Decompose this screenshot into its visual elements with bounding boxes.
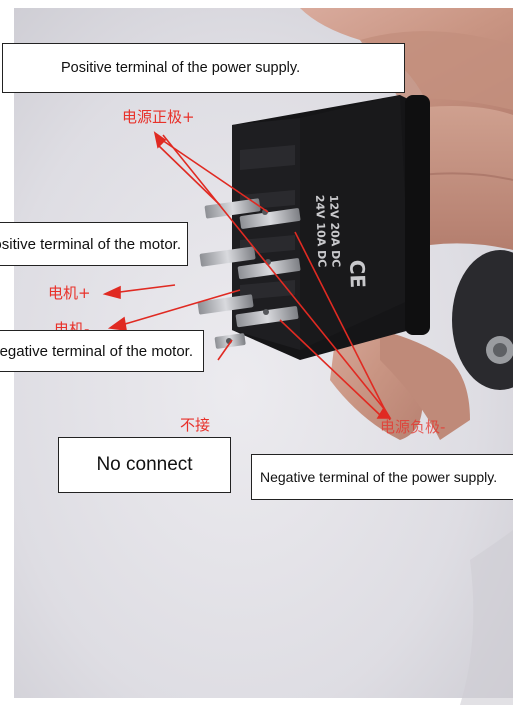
label-power-positive-cn: 电源正极+: [122, 108, 195, 126]
switch-markings: 12V 20A DC 24V 10A DC CE: [313, 195, 370, 289]
callout-no-connect: No connect: [58, 437, 231, 493]
callout-positive-supply: Positive terminal of the power supply.: [2, 43, 405, 93]
callout-negative-motor: Negative terminal of the motor.: [0, 330, 204, 372]
terminals: [197, 198, 301, 349]
callout-positive-motor: Positive terminal of the motor.: [0, 222, 188, 266]
label-motor-positive-cn: 电机+: [48, 284, 91, 302]
callout-negative-supply-text: Negative terminal of the power supply.: [260, 469, 498, 485]
callout-negative-supply: Negative terminal of the power supply.: [251, 454, 513, 500]
switch-rating-line1: 12V 20A DC: [327, 195, 343, 268]
label-no-connect-cn: 不接: [180, 416, 211, 434]
ce-mark: CE: [345, 259, 370, 288]
label-power-negative-cn: 电源负极-: [380, 418, 446, 436]
callout-no-connect-text: No connect: [96, 454, 193, 475]
switch-rating-line2: 24V 10A DC: [313, 195, 329, 268]
callout-positive-supply-text: Positive terminal of the power supply.: [61, 60, 301, 76]
callout-positive-motor-text: Positive terminal of the motor.: [0, 235, 181, 253]
arrows: [102, 131, 392, 421]
callout-negative-motor-text: Negative terminal of the motor.: [0, 342, 193, 360]
